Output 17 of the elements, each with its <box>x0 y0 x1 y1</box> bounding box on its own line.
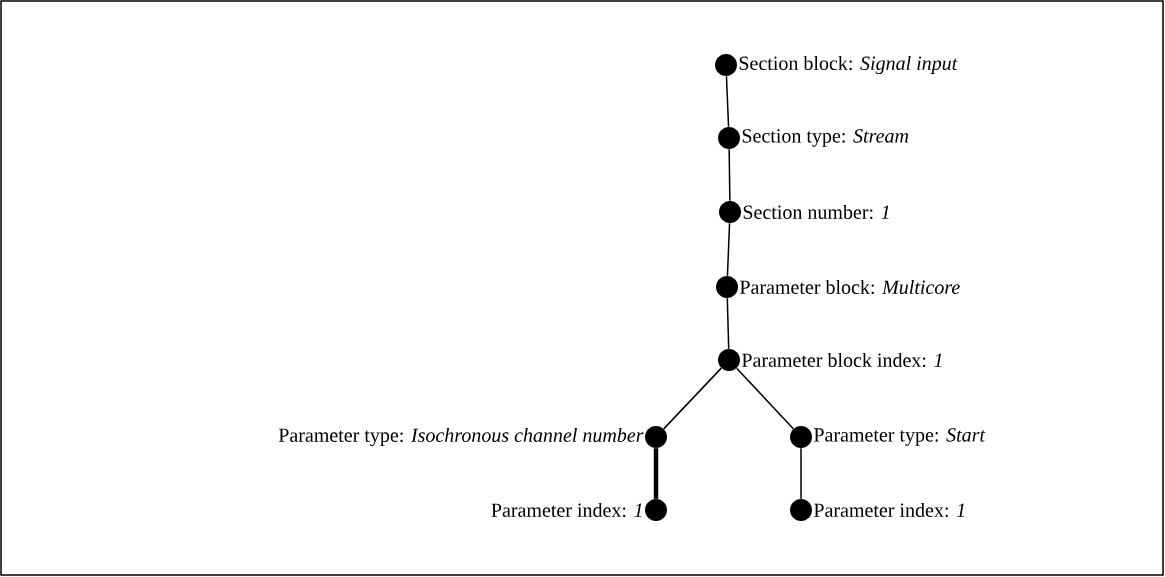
node-label: Section number: 1 <box>743 204 889 220</box>
connector-line <box>653 448 659 499</box>
node-label: Parameter index: 1 <box>491 502 642 518</box>
connector-line <box>725 75 730 128</box>
connector-line <box>800 447 802 500</box>
connector-line <box>735 367 795 430</box>
node-label: Parameter block: Multicore <box>740 279 960 295</box>
connector-line <box>726 297 730 350</box>
connector-line <box>726 222 731 277</box>
node-label: Parameter type: Start <box>814 428 986 446</box>
node-label: Parameter index: 1 <box>814 502 964 518</box>
node-label: Section type: Stream <box>742 129 909 147</box>
node-label: Parameter block index: 1 <box>742 352 942 368</box>
node-label: Section block: Signal input <box>739 55 958 75</box>
connector-line <box>662 367 723 430</box>
connector-line <box>728 148 731 202</box>
node-label: Parameter type: Isochronous channel number <box>278 427 644 447</box>
